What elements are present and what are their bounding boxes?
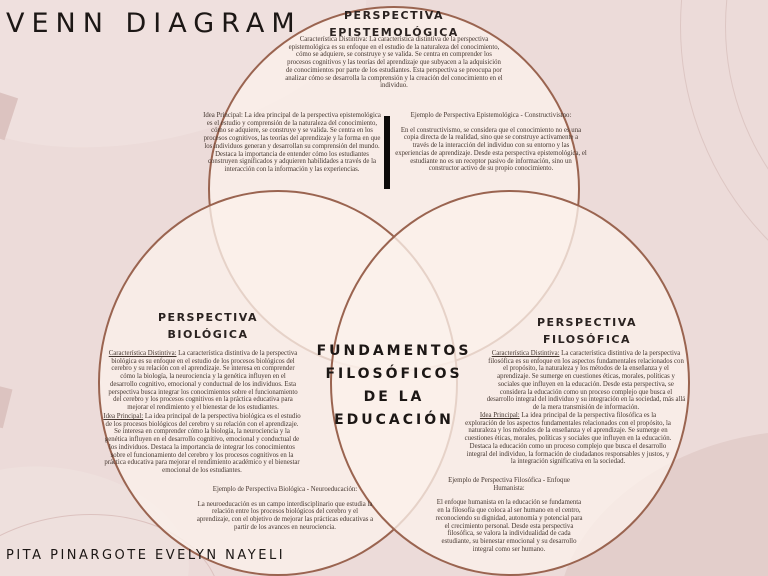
ejemplo-body: En el constructivismo, se considera que …	[395, 126, 587, 173]
idea-label: Idea Principal:	[103, 413, 144, 420]
caracteristica-label: Característica Distintiva:	[108, 350, 177, 357]
filosofica-caracteristica: Característica Distintiva: La caracterís…	[486, 350, 686, 412]
decorative-arc	[680, 0, 768, 332]
filosofica-idea-principal: Idea Principal: La idea principal de la …	[464, 412, 672, 466]
filosofica-title: PERSPECTIVA FILOSÓFICA	[537, 316, 637, 346]
epistemologica-caracteristica: Característica Distintiva: La caracterís…	[285, 36, 503, 90]
idea-label: Idea Principal:	[479, 412, 520, 419]
caracteristica-label: Característica Distintiva:	[299, 36, 368, 43]
idea-body: La idea principal de la perspectiva biol…	[104, 413, 301, 475]
circle-filosofica	[330, 190, 690, 576]
biologica-caracteristica: Característica Distintiva: La caracterís…	[106, 350, 300, 412]
ejemplo-body: El enfoque humanista en la educación se …	[435, 499, 583, 553]
edge-accent	[0, 383, 13, 429]
filosofica-ejemplo: Ejemplo de Perspectiva Filosófica - Enfo…	[434, 477, 584, 554]
ejemplo-body: La neuroeducación es un campo interdisci…	[196, 500, 374, 531]
page-title: VENN DIAGRAM	[6, 8, 302, 39]
ejemplo-title: Ejemplo de Perspectiva Filosófica - Enfo…	[448, 477, 570, 492]
author-name: PITA PINARGOTE EVELYN NAYELI	[6, 548, 286, 563]
ejemplo-title: Ejemplo de Perspectiva Biológica - Neuro…	[212, 486, 358, 493]
caracteristica-body: La característica distintiva de la persp…	[285, 36, 503, 90]
biologica-idea-principal: Idea Principal: La idea principal de la …	[102, 413, 302, 475]
idea-body: La idea principal de la perspectiva filo…	[464, 412, 672, 466]
idea-body: La idea principal de la perspectiva epis…	[203, 112, 381, 174]
epistemologica-idea-principal: Idea Principal: La idea principal de la …	[202, 112, 382, 174]
caracteristica-body: La característica distintiva de la persp…	[108, 350, 298, 412]
caracteristica-body: La característica distintiva de la persp…	[486, 350, 686, 412]
ejemplo-title: Ejemplo de Perspectiva Epistemológica - …	[410, 112, 572, 119]
biologica-ejemplo: Ejemplo de Perspectiva Biológica - Neuro…	[196, 486, 374, 532]
center-title: FUNDAMENTOS FILOSÓFICOS DE LA EDUCACIÓN	[316, 343, 472, 429]
idea-label: Idea Principal:	[203, 112, 243, 119]
epistemologica-ejemplo: Ejemplo de Perspectiva Epistemológica - …	[395, 112, 587, 173]
section-divider-bar	[384, 116, 390, 189]
biologica-title: PERSPECTIVA BIOLÓGICA	[158, 311, 258, 341]
epistemologica-title: PERSPECTIVA EPISTEMOLÓGICA	[329, 9, 459, 39]
caracteristica-label: Característica Distintiva:	[491, 350, 560, 357]
